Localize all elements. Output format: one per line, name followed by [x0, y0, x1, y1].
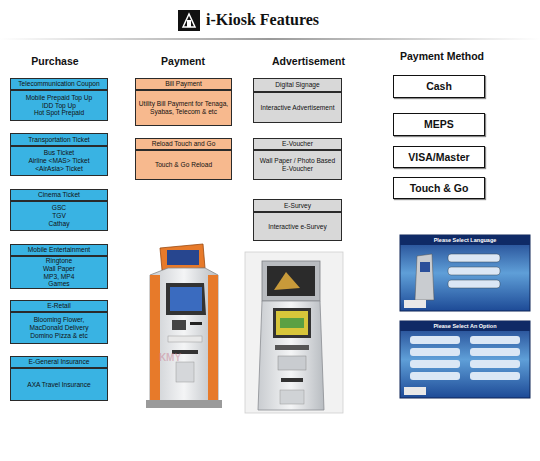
box-text: Interactive e-Survey [268, 223, 327, 231]
screen-text: Please Select An Option [400, 323, 530, 329]
box-text: Touch & Go [410, 182, 469, 195]
purchase-box: GSCTGVCathay [10, 201, 108, 231]
box-text: E-General Insurance [29, 358, 90, 366]
header-rule [0, 38, 540, 40]
box-text: Cash [426, 80, 452, 93]
box-text: AXA Travel Insurance [27, 381, 90, 389]
box-text: E-Voucher [282, 140, 313, 148]
purchase-box: RingtoneWall PaperMP3, MP4Games [10, 256, 108, 289]
payment-box: Touch & Go Reload [135, 150, 232, 180]
box-text: E-Survey [284, 202, 311, 210]
box-text: Hot Spot Prepaid [34, 109, 84, 117]
box-text: Bus Ticket [44, 149, 74, 157]
box-text: VISA/Master [408, 151, 469, 164]
purchase-box: E-Retail [10, 300, 108, 312]
box-text: Wall Paper / Photo Based E-Voucher [256, 157, 339, 173]
purchase-box: E-General Insurance [10, 356, 108, 368]
box-text: Cinema Ticket [38, 191, 80, 199]
advertisement-box: Digital Signage [253, 78, 342, 92]
box-text: Transportation Ticket [28, 136, 89, 144]
box-text: Airline <MAS> Ticket [28, 157, 89, 165]
box-text: Touch & Go Reload [155, 161, 212, 169]
box-text: Games [48, 280, 69, 288]
box-text: MEPS [424, 118, 454, 131]
box-text: Mobile Entertainment [28, 246, 90, 254]
box-text: Ringtone [46, 257, 72, 265]
screen-capture [400, 235, 530, 311]
screen-text: Please Select Language [400, 237, 530, 243]
box-text: Digital Signage [275, 81, 319, 89]
purchase-box: Mobile Entertainment [10, 244, 108, 256]
box-text: IDD Top Up [42, 102, 76, 110]
box-text: Bill Payment [165, 80, 202, 88]
purchase-box: Cinema Ticket [10, 189, 108, 201]
box-text: Cathay [49, 220, 70, 228]
purchase-box: Bus TicketAirline <MAS> Ticket<AirAsia> … [10, 146, 108, 176]
screen-capture [400, 321, 530, 398]
box-text: Interactive Advertisement [260, 104, 334, 112]
box-text: Wall Paper [43, 265, 75, 273]
purchase-box: Mobile Prepaid Top UpIDD Top UpHot Spot … [10, 90, 108, 121]
payment-box: Reload Touch and Go [135, 138, 232, 150]
purchase-box: Blooming Flower,MacDonald DeliveryDomino… [10, 312, 108, 344]
payment-box: Bill Payment [135, 78, 232, 90]
diagram-title: i-Kiosk Features [206, 11, 319, 29]
advertisement-box: Interactive Advertisement [253, 92, 342, 123]
box-text: MacDonald Delivery [30, 324, 89, 332]
purchase-box: AXA Travel Insurance [10, 368, 108, 401]
column-header: Payment [158, 55, 208, 67]
box-text: E-Retail [47, 302, 70, 310]
box-text: <AirAsia> Ticket [35, 165, 83, 173]
payment-box: Utility Bill Payment for Tenaga, Syabas,… [135, 90, 232, 126]
payment-method-box: Touch & Go [393, 177, 485, 199]
box-text: MP3, MP4 [44, 273, 75, 281]
box-text: Utility Bill Payment for Tenaga, Syabas,… [138, 100, 229, 116]
box-text: Blooming Flower, [34, 316, 85, 324]
box-text: TGV [52, 212, 66, 220]
advertisement-box: Interactive e-Survey [253, 212, 342, 241]
column-header: Payment Method [400, 50, 480, 62]
box-text: Mobile Prepaid Top Up [26, 94, 93, 102]
box-text: Telecommunication Coupon [18, 80, 99, 88]
watermark: KMY [150, 352, 190, 363]
payment-method-box: MEPS [393, 113, 485, 136]
kiosk-illustration [135, 240, 235, 412]
logo [178, 10, 200, 31]
purchase-box: Telecommunication Coupon [10, 78, 108, 90]
purchase-box: Transportation Ticket [10, 133, 108, 146]
column-header: Purchase [30, 55, 80, 67]
payment-method-box: VISA/Master [393, 146, 485, 168]
box-text: Reload Touch and Go [152, 140, 216, 148]
payment-method-box: Cash [393, 75, 485, 98]
advertisement-box: Wall Paper / Photo Based E-Voucher [253, 150, 342, 180]
advertisement-box: E-Survey [253, 199, 342, 212]
kiosk-illustration [245, 252, 343, 413]
advertisement-box: E-Voucher [253, 138, 342, 150]
box-text: Domino Pizza & etc [30, 332, 88, 340]
column-header: Advertisement [272, 55, 344, 67]
box-text: GSC [52, 204, 66, 212]
